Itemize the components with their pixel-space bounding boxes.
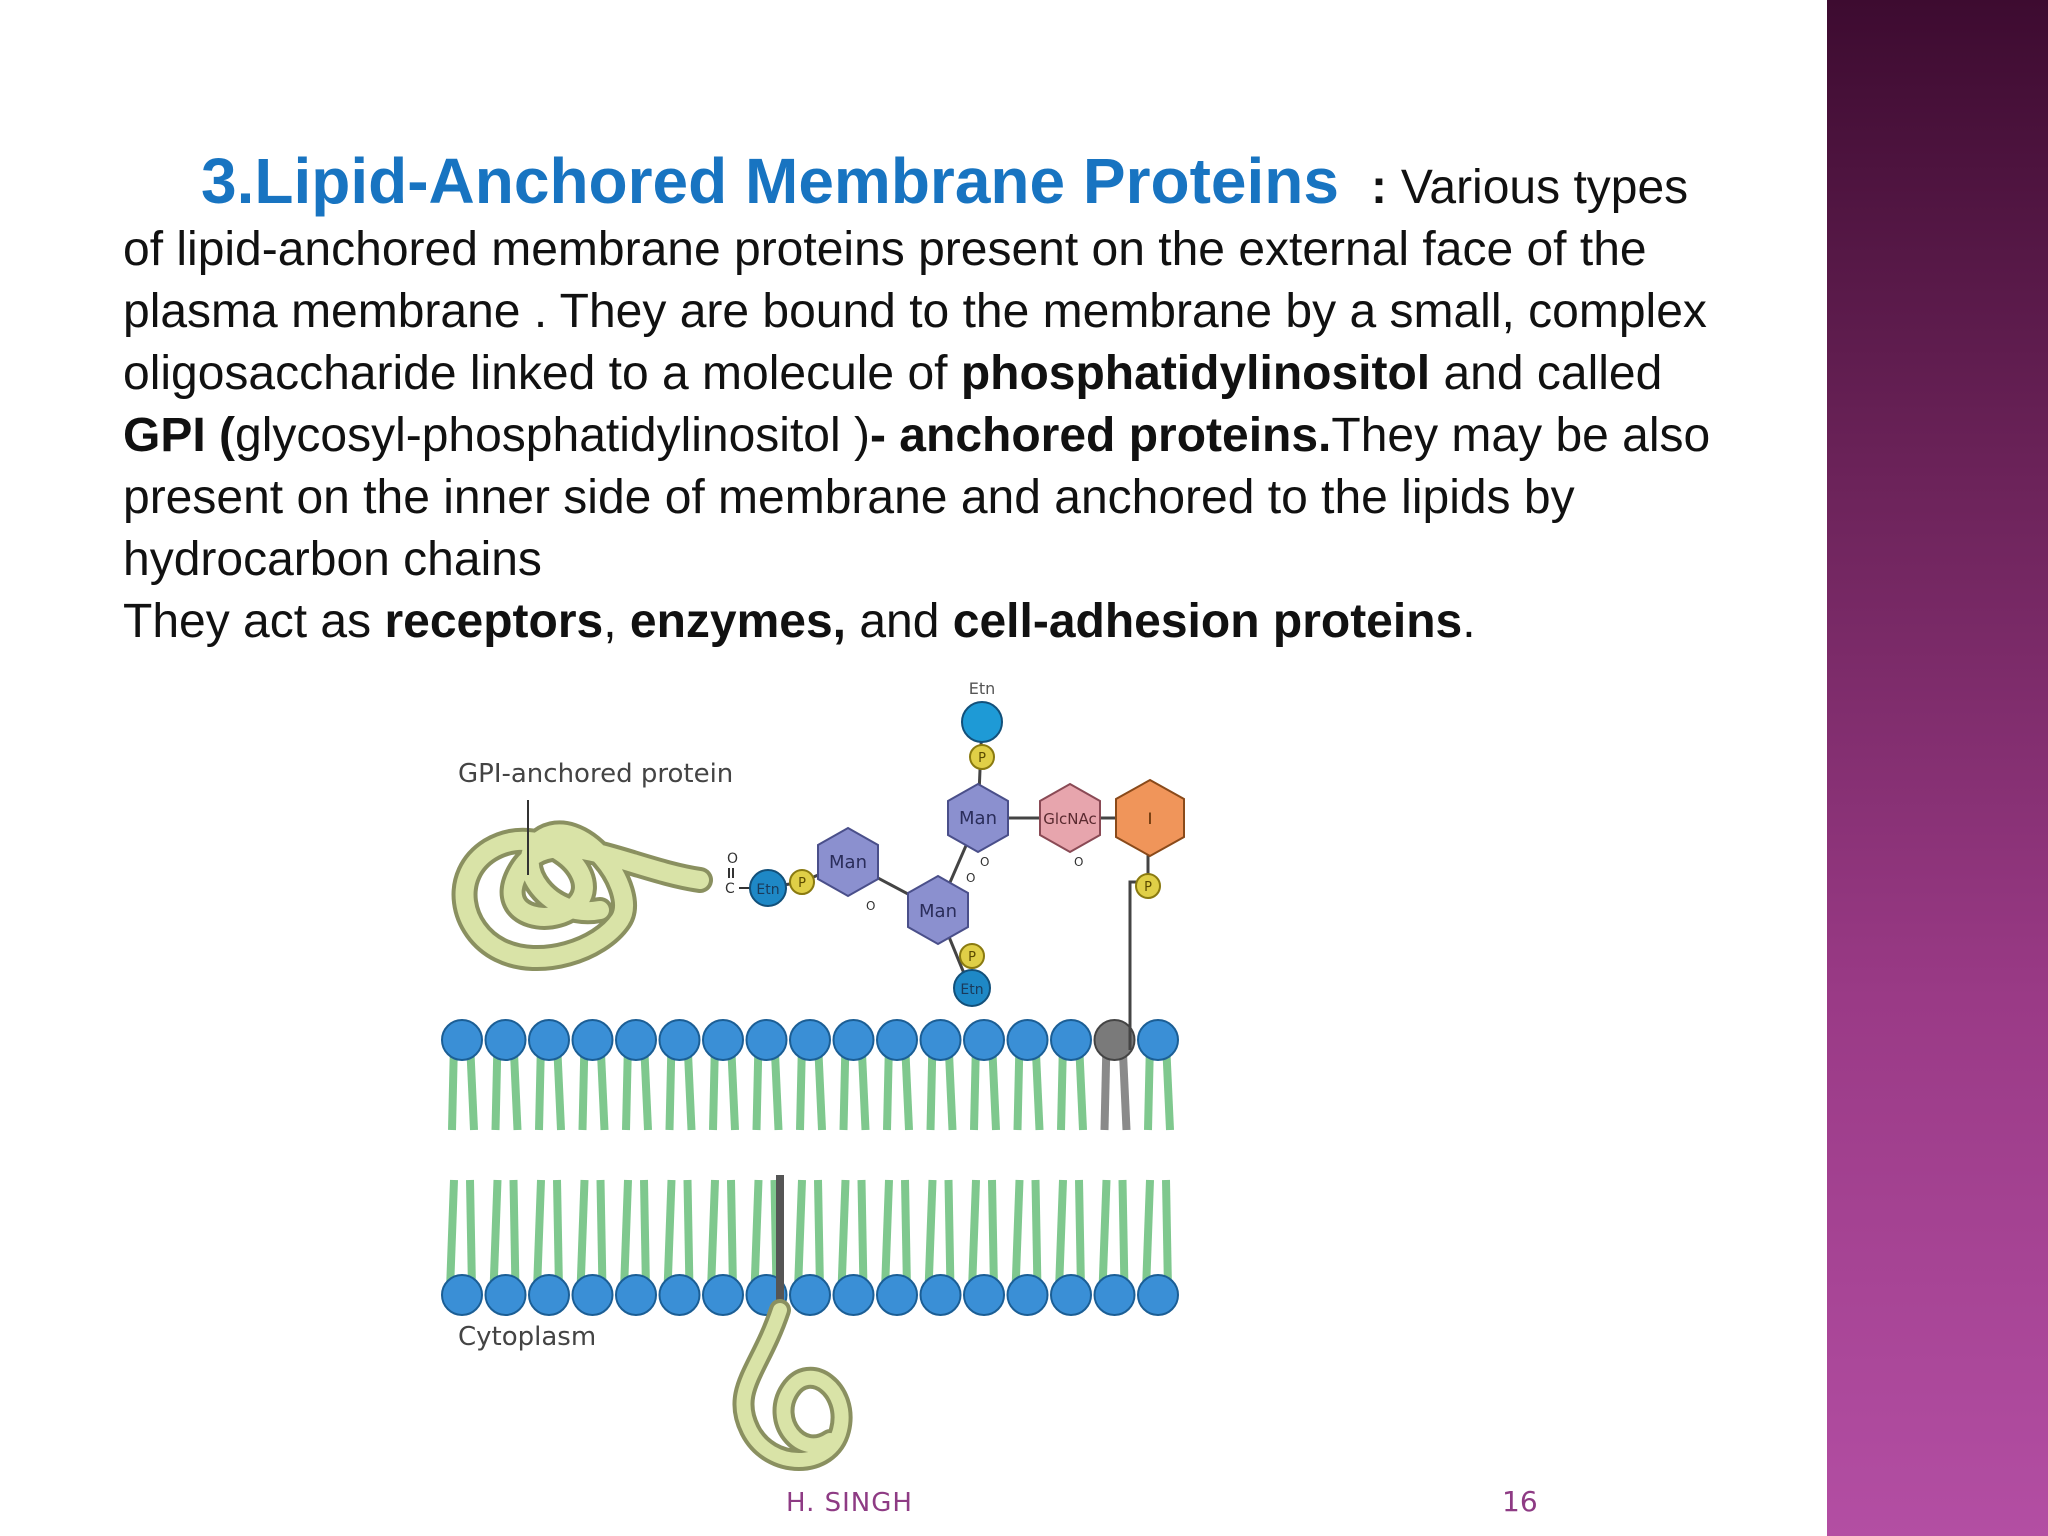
svg-text:Man: Man	[829, 852, 867, 873]
gpi-label: GPI-anchored protein	[458, 759, 733, 789]
decorative-sidebar	[1827, 0, 2048, 1536]
lipid-head	[919, 1274, 962, 1316]
etn-circle	[961, 701, 1003, 743]
footer-author: H. SINGH	[786, 1488, 913, 1518]
lipid-head	[876, 1019, 918, 1061]
svg-text:P: P	[978, 751, 986, 766]
lipid-head	[702, 1019, 744, 1061]
svg-text:P: P	[968, 950, 976, 965]
lipid-head	[876, 1274, 918, 1316]
lipid-head	[484, 1274, 527, 1316]
lipid-head	[745, 1019, 788, 1061]
etn-circle	[749, 869, 787, 907]
glcnac-hexagon	[1039, 782, 1101, 854]
page-number: 16	[1502, 1485, 1538, 1518]
text-run: Various types of lipid-anchored membrane…	[123, 161, 1707, 400]
phosphate-circle	[789, 869, 815, 895]
text-run: and	[846, 595, 953, 648]
phosphate-circle	[969, 744, 995, 770]
svg-text:C: C	[725, 881, 735, 897]
lipid-head	[1137, 1274, 1179, 1316]
text-run: cell-adhesion proteins	[952, 595, 1463, 648]
text-run: GPI (	[123, 409, 236, 462]
text-run: ,	[603, 595, 630, 648]
text-run: - anchored proteins.	[869, 409, 1332, 462]
text-run: enzymes,	[629, 595, 847, 648]
svg-text:I: I	[1148, 809, 1153, 828]
lipid-head	[1093, 1274, 1136, 1316]
lipid-head	[658, 1019, 701, 1061]
lipid-head	[702, 1274, 744, 1316]
title-colon: :	[1370, 161, 1387, 214]
svg-text:Man: Man	[919, 901, 957, 922]
lipid-head	[528, 1274, 570, 1316]
lipid-head	[484, 1019, 527, 1061]
text-run: and called	[1430, 347, 1663, 400]
man-hexagon	[817, 826, 879, 898]
man-hexagon	[907, 874, 969, 946]
lipid-head	[963, 1274, 1005, 1316]
man-hexagon	[947, 782, 1009, 854]
lipid-head	[1050, 1019, 1092, 1061]
paragraph: 3.Lipid-Anchored Membrane Proteins:Vario…	[123, 149, 1723, 591]
text-run: phosphatidylinositol	[960, 347, 1431, 400]
svg-text:O: O	[980, 855, 989, 869]
cytoplasm-label: Cytoplasm	[458, 1322, 596, 1352]
phosphate-circle	[1135, 873, 1161, 899]
lipid-head	[1050, 1274, 1092, 1316]
lipid-head	[1137, 1019, 1179, 1061]
function-line: They act as receptors, enzymes, and cell…	[123, 591, 1723, 653]
text-run: .	[1462, 595, 1476, 648]
svg-text:Etn: Etn	[756, 882, 779, 898]
lipid-head	[615, 1274, 657, 1316]
text-run: receptors	[384, 595, 604, 648]
paragraph-text: Various types of lipid-anchored membrane…	[123, 161, 1710, 586]
lipid-head	[615, 1019, 657, 1061]
svg-text:Etn: Etn	[969, 679, 996, 698]
svg-text:Etn: Etn	[960, 982, 983, 998]
gpi-anchor-diagram: GPI-anchored protein Cytoplasm O C Etn P…	[441, 679, 1185, 1471]
lipid-head	[789, 1019, 831, 1061]
inositol-hexagon	[1115, 778, 1185, 858]
lipid-head	[1006, 1274, 1049, 1316]
lipid-head	[1093, 1019, 1136, 1061]
lipid-head	[441, 1274, 483, 1316]
svg-text:Man: Man	[959, 808, 997, 829]
lipid-head	[789, 1274, 831, 1316]
text-run: glycosyl-phosphatidylinositol )	[235, 409, 870, 462]
lipid-head	[528, 1019, 570, 1061]
lipid-head	[919, 1019, 962, 1061]
lipid-head	[571, 1019, 614, 1061]
lipid-head	[441, 1019, 483, 1061]
svg-text:P: P	[798, 876, 806, 891]
etn-circle	[953, 969, 991, 1007]
slide-title: 3.Lipid-Anchored Membrane Proteins	[201, 145, 1339, 217]
svg-text:GlcNAc: GlcNAc	[1043, 810, 1097, 828]
phosphate-circle	[959, 943, 985, 969]
svg-text:O: O	[1074, 855, 1083, 869]
lipid-head	[658, 1274, 701, 1316]
svg-text:O: O	[966, 871, 975, 885]
slide-body: 3.Lipid-Anchored Membrane Proteins:Vario…	[123, 149, 1723, 653]
text-run: They may be also present on the inner si…	[123, 409, 1711, 586]
svg-text:O: O	[727, 851, 738, 867]
svg-text:P: P	[1144, 880, 1152, 895]
svg-text:O: O	[866, 899, 875, 913]
lipid-head	[963, 1019, 1005, 1061]
lipid-bilayer	[441, 1019, 1179, 1316]
lipid-head	[571, 1274, 614, 1316]
lipid-head	[1006, 1019, 1049, 1061]
text-run: They act as	[123, 595, 385, 648]
lipid-head	[832, 1274, 875, 1316]
lipid-head	[832, 1019, 875, 1061]
